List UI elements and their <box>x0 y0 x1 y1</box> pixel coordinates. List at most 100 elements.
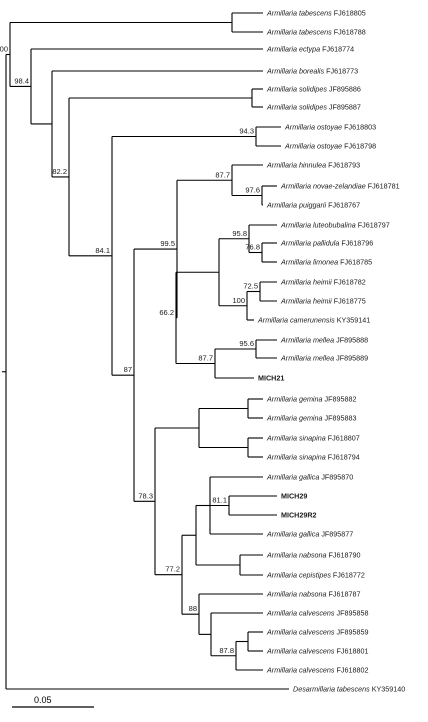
taxon-label: Armillaria gallica JF895870 <box>266 473 353 482</box>
taxon-label: Desarmillaria tabescens KY359140 <box>293 685 405 694</box>
taxon-label: MICH21 <box>258 374 284 383</box>
accession-id: FJ618773 <box>326 67 358 76</box>
bootstrap-value: 77.2 <box>165 565 180 574</box>
accession-id: JF895889 <box>336 354 368 363</box>
species-name: Armillaria nabsona <box>266 590 329 599</box>
taxon-label: Armillaria cepistipes FJ618772 <box>266 571 365 580</box>
bootstrap-value: 81.1 <box>212 496 227 505</box>
taxon-label: Armillaria novae-zelandiae FJ618781 <box>280 182 400 191</box>
taxon-label: Armillaria solidipes JF895887 <box>266 103 361 112</box>
taxon-label: Armillaria nabsona FJ618787 <box>266 590 361 599</box>
species-name: Armillaria solidipes <box>266 103 329 112</box>
taxon-label: Armillaria tabescens FJ618805 <box>266 9 366 18</box>
bootstrap-value: 76.8 <box>245 243 260 252</box>
accession-id: MICH29R2 <box>281 511 317 520</box>
taxon-label: Armillaria camerunensis KY359141 <box>257 316 370 325</box>
accession-id: JF895888 <box>336 336 368 345</box>
bootstrap-value: 100 <box>0 44 8 53</box>
accession-id: FJ618803 <box>344 123 376 132</box>
bootstrap-value: 98.4 <box>14 76 29 85</box>
accession-id: JF895887 <box>329 103 361 112</box>
taxon-label: Armillaria ectypa FJ618774 <box>266 45 354 54</box>
taxon-label: MICH29 <box>281 492 307 501</box>
scale-bar-label: 0.05 <box>34 695 52 705</box>
accession-id: FJ618802 <box>337 666 369 675</box>
species-name: Armillaria mellea <box>280 354 336 363</box>
taxon-label: Armillaria nabsona FJ618790 <box>266 551 361 560</box>
accession-id: JF895858 <box>337 609 369 618</box>
taxon-label: Armillaria mellea JF895888 <box>280 336 368 345</box>
bootstrap-value: 78.3 <box>138 491 153 500</box>
taxon-label: MICH29R2 <box>281 511 317 520</box>
taxon-label: Armillaria sinapina FJ618807 <box>266 434 360 443</box>
support-values: 10098.482.294.384.187.797.699.595.876.87… <box>0 44 260 654</box>
species-name: Armillaria ostoyae <box>284 142 344 151</box>
species-name: Armillaria calvescens <box>266 609 337 618</box>
accession-id: FJ618772 <box>333 571 365 580</box>
bootstrap-value: 94.3 <box>239 127 254 136</box>
species-name: Armillaria puiggarii <box>266 201 328 210</box>
species-name: Armillaria nabsona <box>266 551 329 560</box>
accession-id: JF895859 <box>337 628 369 637</box>
species-name: Armillaria tabescens <box>266 9 334 18</box>
species-name: Armillaria heimii <box>280 297 334 306</box>
species-name: Armillaria gallica <box>266 530 321 539</box>
species-name: Armillaria calvescens <box>266 628 337 637</box>
species-name: Armillaria ectypa <box>266 45 322 54</box>
species-name: Armillaria pallidula <box>280 239 341 248</box>
species-name: Armillaria calvescens <box>266 647 337 656</box>
taxon-label: Armillaria gemina JF895883 <box>266 414 357 423</box>
bootstrap-value: 88 <box>189 604 197 613</box>
taxon-label: Armillaria calvescens FJ618801 <box>266 647 368 656</box>
accession-id: JF895882 <box>325 395 357 404</box>
accession-id: FJ618782 <box>334 278 366 287</box>
bootstrap-value: 97.6 <box>245 186 260 195</box>
species-name: Armillaria luteobubalina <box>280 221 358 230</box>
accession-id: MICH29 <box>281 492 307 501</box>
species-name: Armillaria limonea <box>280 258 340 267</box>
taxon-label: Armillaria heimii FJ618782 <box>280 278 366 287</box>
scale-bar: 0.05 <box>12 695 94 708</box>
taxon-label: Armillaria gemina JF895882 <box>266 395 357 404</box>
accession-id: FJ618798 <box>344 142 376 151</box>
species-name: Armillaria tabescens <box>266 28 334 37</box>
accession-id: JF895877 <box>321 530 353 539</box>
bootstrap-value: 87.8 <box>219 646 234 655</box>
taxon-label: Armillaria sinapina FJ618794 <box>266 453 360 462</box>
species-name: Armillaria gallica <box>266 473 321 482</box>
accession-id: FJ618797 <box>358 221 390 230</box>
bootstrap-value: 87.7 <box>198 354 213 363</box>
accession-id: FJ618790 <box>329 551 361 560</box>
taxon-label: Armillaria mellea JF895889 <box>280 354 368 363</box>
taxon-label: Armillaria puiggarii FJ618767 <box>266 201 360 210</box>
accession-id: FJ618793 <box>328 161 360 170</box>
accession-id: FJ618775 <box>334 297 366 306</box>
accession-id: FJ618787 <box>329 590 361 599</box>
taxon-label: Armillaria calvescens FJ618802 <box>266 666 368 675</box>
taxon-label: Armillaria hinnulea FJ618793 <box>266 161 360 170</box>
accession-id: FJ618796 <box>341 239 373 248</box>
accession-id: MICH21 <box>258 374 284 383</box>
bootstrap-value: 99.5 <box>160 239 175 248</box>
accession-id: FJ618781 <box>368 182 400 191</box>
bootstrap-value: 82.2 <box>52 167 67 176</box>
species-name: Armillaria ostoyae <box>284 123 344 132</box>
species-name: Armillaria gemina <box>266 395 325 404</box>
taxon-label: Armillaria tabescens FJ618788 <box>266 28 366 37</box>
species-name: Armillaria cepistipes <box>266 571 333 580</box>
accession-id: KY359141 <box>337 316 371 325</box>
species-name: Armillaria borealis <box>266 67 326 76</box>
species-name: Armillaria calvescens <box>266 666 337 675</box>
accession-id: FJ618785 <box>340 258 372 267</box>
bootstrap-value: 95.6 <box>239 339 254 348</box>
bootstrap-value: 66.2 <box>159 308 174 317</box>
bootstrap-value: 87.7 <box>215 170 230 179</box>
taxon-label: Armillaria calvescens JF895858 <box>266 609 368 618</box>
species-name: Armillaria solidipes <box>266 85 329 94</box>
taxon-label: Armillaria solidipes JF895886 <box>266 85 361 94</box>
taxon-label: Armillaria ostoyae FJ618803 <box>284 123 376 132</box>
taxon-label: Armillaria pallidula FJ618796 <box>280 239 373 248</box>
taxon-label: Armillaria calvescens JF895859 <box>266 628 368 637</box>
species-name: Armillaria mellea <box>280 336 336 345</box>
